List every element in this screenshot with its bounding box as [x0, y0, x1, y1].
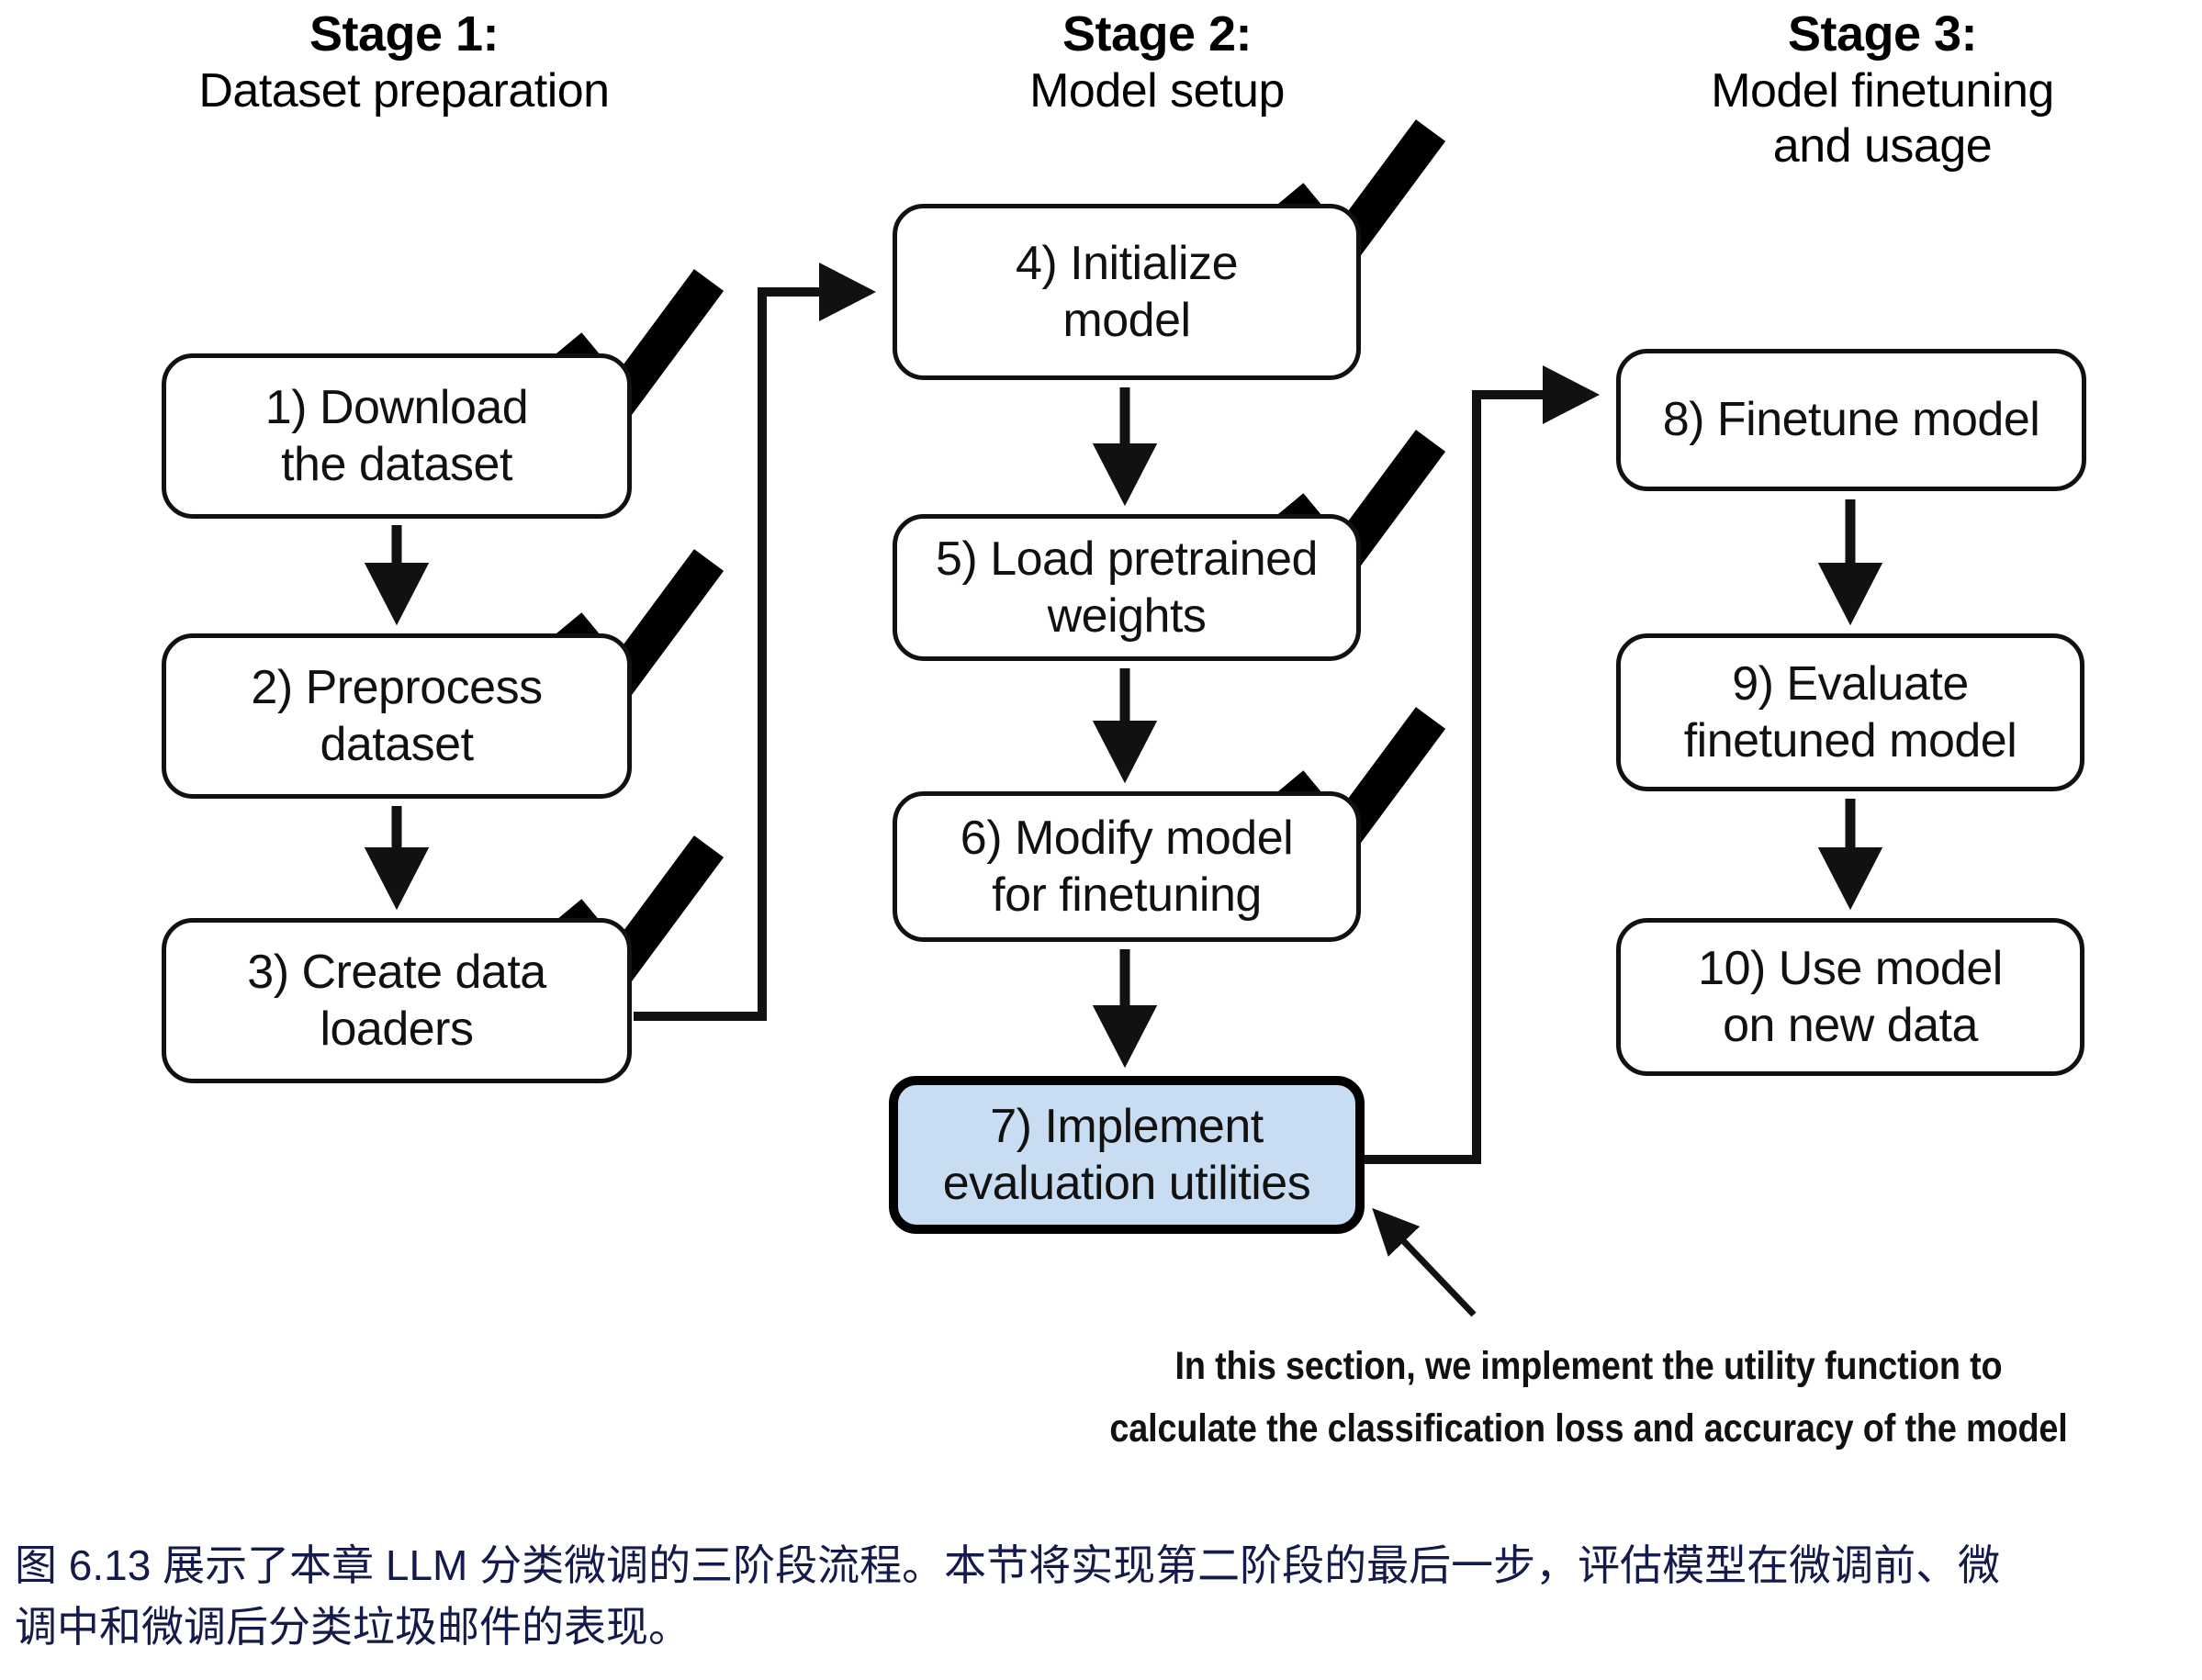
- flow-node-5-load-pretrained-weights[interactable]: 5) Load pretrained weights: [893, 514, 1361, 661]
- stage-1-title: Stage 1:: [309, 6, 500, 62]
- flow-node-7-line-2: evaluation utilities: [942, 1157, 1311, 1210]
- stage-2-title: Stage 2:: [1062, 6, 1253, 62]
- flow-node-2-line-1: 2) Preprocess: [251, 660, 543, 714]
- flow-node-3-line-2: loaders: [320, 1002, 474, 1056]
- flow-node-9-line-2: finetuned model: [1683, 714, 2017, 767]
- figure-caption: 图 6.13 展示了本章 LLM 分类微调的三阶段流程。本节将实现第二阶段的最后…: [15, 1535, 2191, 1658]
- flow-node-8-finetune-model[interactable]: 8) Finetune model: [1616, 349, 2086, 491]
- flow-node-4-initialize-model[interactable]: 4) Initialize model: [893, 204, 1361, 380]
- annotation-pointer-arrow: [1372, 1207, 1477, 1317]
- flow-node-8-line-1: 8) Finetune model: [1662, 393, 2040, 447]
- figure-caption-line-1: 图 6.13 展示了本章 LLM 分类微调的三阶段流程。本节将实现第二阶段的最后…: [15, 1541, 2001, 1589]
- annotation-text: In this section, we implement the utilit…: [1072, 1336, 2106, 1461]
- flow-node-1-line-1: 1) Download: [264, 380, 529, 434]
- flow-node-5-line-1: 5) Load pretrained: [936, 532, 1318, 586]
- flow-node-9-evaluate-finetuned-model[interactable]: 9) Evaluate finetuned model: [1616, 633, 2084, 791]
- flow-node-10-line-2: on new data: [1723, 999, 1978, 1052]
- flow-node-9-line-1: 9) Evaluate: [1732, 656, 1969, 711]
- flow-node-1-line-2: the dataset: [281, 438, 512, 491]
- stage-3-title: Stage 3:: [1787, 6, 1978, 62]
- flow-node-4-line-1: 4) Initialize: [1015, 236, 1239, 290]
- flow-node-6-modify-model-for-finetuning[interactable]: 6) Modify model for finetuning: [893, 791, 1361, 942]
- flow-node-4-line-2: model: [1062, 294, 1191, 347]
- flow-node-2-line-2: dataset: [320, 718, 474, 771]
- flow-node-5-line-2: weights: [1047, 589, 1207, 643]
- flow-node-7-implement-evaluation-utilities[interactable]: 7) Implement evaluation utilities: [889, 1076, 1365, 1234]
- connector-7-to-8: [1365, 365, 1600, 1164]
- flow-node-3-create-data-loaders[interactable]: 3) Create data loaders: [162, 918, 632, 1083]
- flow-node-2-preprocess-dataset[interactable]: 2) Preprocess dataset: [162, 633, 632, 799]
- stage-3-subtitle-line-1: Model finetuning: [1711, 63, 2054, 118]
- flow-node-6-line-2: for finetuning: [992, 868, 1262, 922]
- annotation-line-1: In this section, we implement the utilit…: [1174, 1344, 2003, 1388]
- flow-node-7-line-1: 7) Implement: [990, 1099, 1264, 1153]
- flow-node-1-download-the-dataset[interactable]: 1) Download the dataset: [162, 353, 632, 519]
- flow-node-10-line-1: 10) Use model: [1698, 941, 2003, 995]
- stage-1-subtitle: Dataset preparation: [198, 63, 610, 118]
- stage-2-subtitle: Model setup: [1029, 63, 1285, 118]
- connector-3-to-4: [634, 263, 876, 1021]
- flow-node-3-line-1: 3) Create data: [247, 945, 546, 999]
- figure-caption-line-2: 调中和微调后分类垃圾邮件的表现。: [15, 1603, 691, 1652]
- flow-node-6-line-1: 6) Modify model: [960, 811, 1294, 865]
- stage-3-header: Stage 3: Model finetuning and usage: [1561, 6, 2202, 174]
- stage-1-header: Stage 1: Dataset preparation: [55, 6, 753, 118]
- stage-2-header: Stage 2: Model setup: [808, 6, 1506, 118]
- stage-3-subtitle-line-2: and usage: [1772, 118, 1993, 173]
- flow-node-10-use-model-on-new-data[interactable]: 10) Use model on new data: [1616, 918, 2084, 1076]
- annotation-line-2: calculate the classification loss and ac…: [1109, 1406, 2068, 1450]
